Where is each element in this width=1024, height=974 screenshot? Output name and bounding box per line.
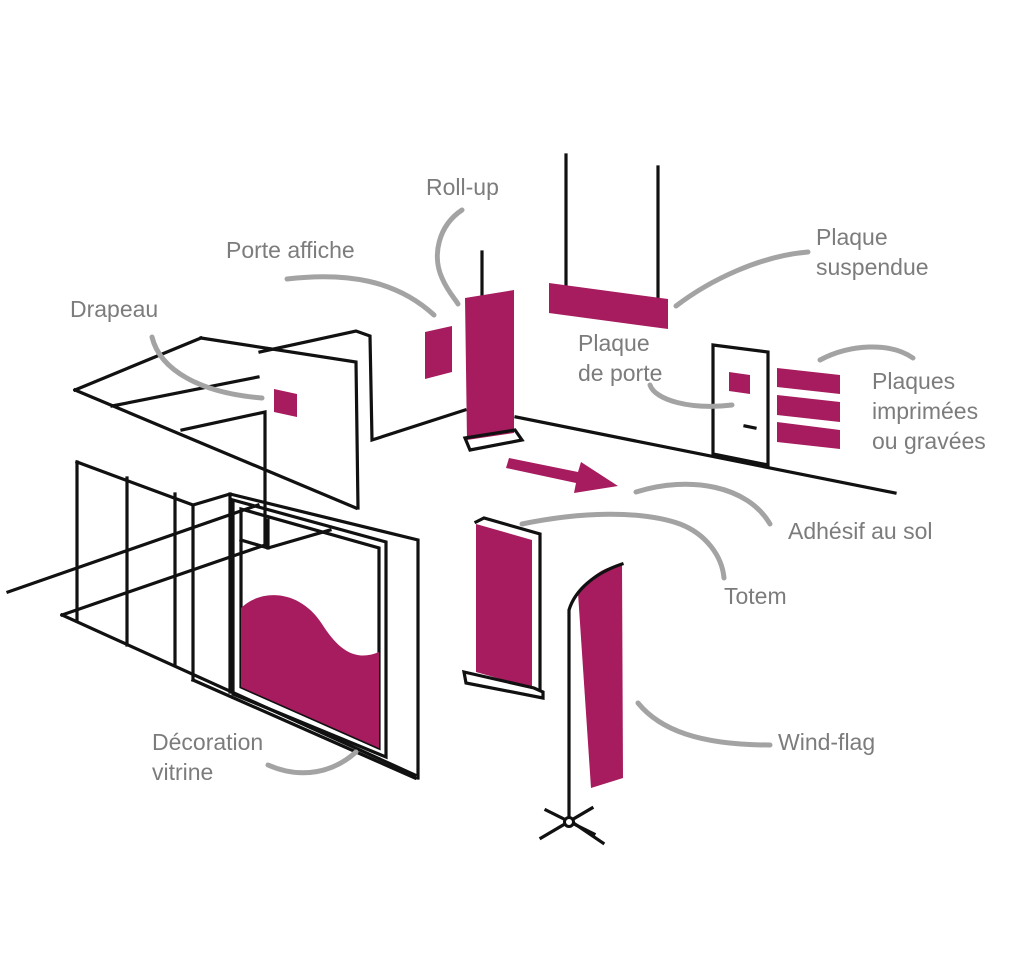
label-roll-up: Roll-up bbox=[426, 174, 499, 200]
room-outline bbox=[5, 329, 897, 781]
label-plaques-imprimees: Plaques imprimées ou gravées bbox=[872, 366, 986, 456]
vitrine-decoration-graphic bbox=[241, 595, 379, 748]
totem-display bbox=[461, 516, 545, 700]
label-line: Décoration bbox=[152, 729, 264, 755]
label-line: Plaque bbox=[578, 330, 650, 356]
label-line: imprimées bbox=[872, 398, 979, 424]
label-line: Plaque bbox=[816, 224, 888, 250]
leader-lines bbox=[149, 207, 916, 776]
plaques-imprimees-signs bbox=[777, 368, 840, 449]
label-porte-affiche: Porte affiche bbox=[226, 237, 355, 263]
label-line: suspendue bbox=[816, 254, 929, 280]
roll-up-banner bbox=[462, 250, 525, 452]
label-line: Plaques bbox=[872, 368, 956, 394]
label-plaque-suspendue: Plaque suspendue bbox=[816, 222, 929, 282]
label-line: de porte bbox=[578, 360, 663, 386]
label-wind-flag: Wind-flag bbox=[778, 729, 876, 755]
label-line: ou gravées bbox=[872, 428, 986, 454]
label-line: vitrine bbox=[152, 759, 214, 785]
label-totem: Totem bbox=[724, 583, 787, 609]
label-plaque-de-porte: Plaque de porte bbox=[578, 328, 662, 388]
label-decoration-vitrine: Décoration vitrine bbox=[152, 727, 263, 787]
label-drapeau: Drapeau bbox=[70, 296, 159, 322]
door-with-plaque bbox=[711, 343, 770, 467]
porte-affiche-sign bbox=[425, 326, 452, 379]
wind-flag-display bbox=[538, 561, 625, 846]
drapeau-sign bbox=[274, 389, 297, 417]
plaque-suspendue-sign bbox=[549, 153, 668, 329]
adhesif-sol-arrow bbox=[506, 458, 618, 493]
label-adhesif-au-sol: Adhésif au sol bbox=[788, 518, 933, 544]
